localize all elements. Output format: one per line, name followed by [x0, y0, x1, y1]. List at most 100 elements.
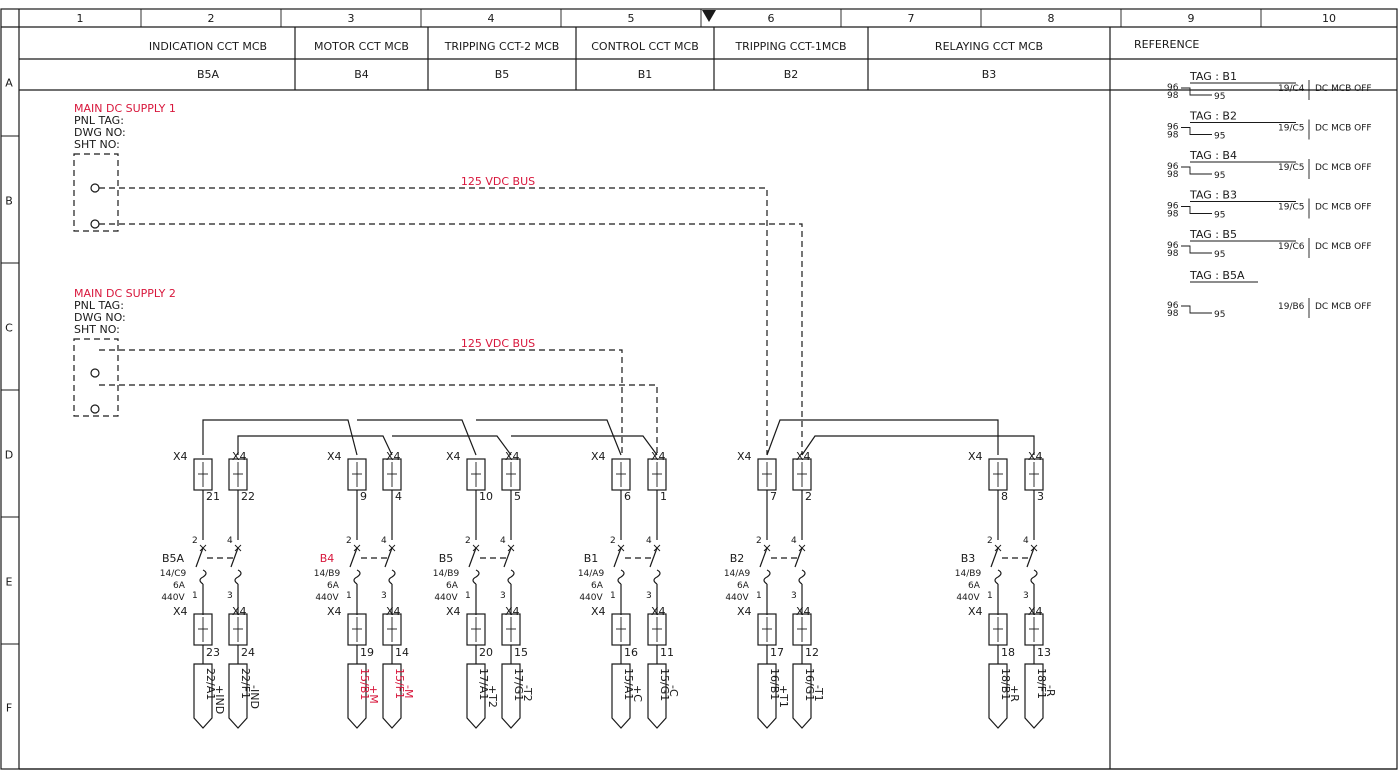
terminal-number: 21	[206, 490, 220, 503]
contact-pin: 98	[1167, 91, 1179, 101]
terminal-block-label: X4	[651, 605, 666, 618]
reference-description: DC MCB OFF	[1315, 203, 1372, 213]
terminal-block-label: X4	[651, 450, 666, 463]
offsheet-reference: 16/B1	[768, 668, 781, 700]
distribution-wire	[511, 435, 658, 456]
breaker-pin-label: 3	[646, 591, 652, 601]
supply-title: MAIN DC SUPPLY 1	[74, 102, 176, 115]
breaker-pin-label: 2	[756, 536, 762, 546]
contact-pin: 98	[1167, 170, 1179, 180]
breaker-voltage: 440V	[161, 593, 185, 603]
breaker-trip-coil-icon	[763, 569, 771, 585]
offsheet-connector-icon	[501, 663, 521, 729]
breaker-blade	[794, 547, 803, 568]
breaker-ref: 14/A9	[578, 569, 605, 579]
orientation-marker-icon	[702, 10, 716, 22]
breaker-pin-label: 4	[227, 536, 233, 546]
contact-pin: 98	[1167, 131, 1179, 141]
terminal-block-label: X4	[1028, 450, 1043, 463]
terminal-block-label: X4	[446, 450, 461, 463]
header-tag: B5A	[197, 68, 220, 81]
supply-box	[73, 153, 119, 232]
breaker-pin-label: 1	[346, 591, 352, 601]
offsheet-connector-icon	[382, 663, 402, 729]
offsheet-connector-icon	[228, 663, 248, 729]
distribution-wire	[357, 419, 477, 456]
reference-description: DC MCB OFF	[1315, 84, 1372, 94]
terminal-block-label: X4	[327, 605, 342, 618]
breaker-ref: 14/A9	[724, 569, 751, 579]
supply-field: DWG NO:	[74, 126, 126, 139]
terminal-number: 20	[479, 646, 493, 659]
zone-row-label: F	[6, 702, 12, 715]
header-tag: B2	[784, 68, 799, 81]
zone-row-label: D	[5, 449, 13, 462]
terminal-block-label: X4	[386, 605, 401, 618]
bus-1-negative	[99, 223, 803, 455]
reference-sheet: 19/C5	[1278, 203, 1305, 213]
zone-column-label: 9	[1188, 12, 1195, 25]
mcb-circuits: X42121X42322/A1+INDX42243X42422/F1-INDB5…	[160, 419, 1057, 729]
distribution-wire	[476, 419, 622, 456]
breaker-voltage: 440V	[956, 593, 980, 603]
breaker-blade	[349, 547, 358, 568]
signal-label: +C	[631, 685, 644, 702]
supply-title: MAIN DC SUPPLY 2	[74, 287, 176, 300]
signal-label: -T1	[812, 685, 825, 702]
breaker-blade	[503, 547, 512, 568]
terminal-block-label: X4	[505, 605, 520, 618]
breaker-pin-label: 4	[381, 536, 387, 546]
terminal-number: 1	[660, 490, 667, 503]
aux-contact-number: 95	[1214, 250, 1225, 260]
terminal-block-label: X4	[591, 450, 606, 463]
zone-column-label: 4	[488, 12, 495, 25]
zone-row-label: E	[6, 576, 13, 589]
zone-row-label: C	[5, 322, 13, 335]
contact-pin: 96	[1167, 202, 1179, 212]
breaker-pin-label: 2	[610, 536, 616, 546]
terminal-number: 6	[624, 490, 631, 503]
header-title: INDICATION CCT MCB	[149, 40, 267, 53]
terminal-number: 10	[479, 490, 493, 503]
breaker-pin-label: 2	[192, 536, 198, 546]
terminal-block-label: X4	[796, 605, 811, 618]
terminal-circle-icon	[90, 183, 100, 193]
signal-label: +T2	[486, 685, 499, 708]
offsheet-reference: 18/F1	[1035, 668, 1048, 699]
terminal-block-label: X4	[232, 450, 247, 463]
reference-tag: TAG : B1	[1189, 70, 1237, 83]
offsheet-reference: 15/A1	[622, 668, 635, 700]
reference-sheet: 19/C6	[1278, 242, 1305, 252]
zone-column-label: 1	[77, 12, 84, 25]
terminal-number: 4	[395, 490, 402, 503]
reference-sheet: 19/C5	[1278, 163, 1305, 173]
breaker-pin-label: 2	[987, 536, 993, 546]
breaker-blade	[1026, 547, 1035, 568]
offsheet-reference: 18/B1	[999, 668, 1012, 700]
breaker-tag: B4	[320, 552, 335, 565]
distribution-wire	[237, 435, 393, 456]
offsheet-reference: 22/F1	[239, 668, 252, 699]
contact-pin: 98	[1167, 249, 1179, 259]
reference-sheet: 19/C5	[1278, 124, 1305, 134]
breaker-tag: B5A	[162, 552, 185, 565]
zone-column-label: 3	[348, 12, 355, 25]
offsheet-reference: 16/G1	[803, 668, 816, 701]
terminal-number: 15	[514, 646, 528, 659]
offsheet-connector-icon	[347, 663, 367, 729]
breaker-voltage: 440V	[315, 593, 339, 603]
signal-label: -M	[402, 685, 415, 698]
breaker-trip-coil-icon	[234, 569, 242, 585]
breaker-tag: B2	[730, 552, 745, 565]
terminal-circle-icon	[90, 368, 100, 378]
terminal-number: 18	[1001, 646, 1015, 659]
supply-field: SHT NO:	[74, 138, 120, 151]
breaker-voltage: 440V	[434, 593, 458, 603]
bus-label: 125 VDC BUS	[461, 175, 535, 188]
breaker-pin-label: 4	[500, 536, 506, 546]
reference-title: REFERENCE	[1134, 38, 1199, 51]
terminal-number: 14	[395, 646, 409, 659]
